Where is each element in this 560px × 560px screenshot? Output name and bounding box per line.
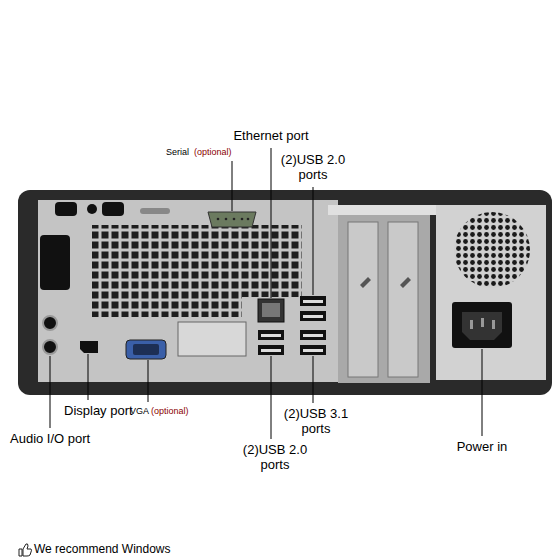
chassis — [18, 190, 552, 395]
expansion-slots — [338, 205, 430, 383]
callout-label: (2)USB 2.0 ports — [272, 153, 354, 183]
audio-jack — [43, 316, 57, 330]
callout-note: (optional) — [151, 406, 189, 416]
callout-label: Ethernet port — [233, 129, 308, 144]
ethernet-port — [258, 299, 284, 322]
serial-port — [208, 212, 256, 227]
power-inlet — [452, 302, 512, 348]
callout-label: Display port — [64, 404, 133, 419]
callout-label: (2)USB 3.1 ports — [275, 407, 357, 437]
fan-grille — [454, 212, 530, 288]
callout-label: Serial — [166, 147, 189, 157]
callout-note: (optional) — [194, 147, 232, 157]
power-supply — [436, 205, 546, 380]
side-latch — [40, 235, 70, 290]
display-port — [80, 341, 98, 353]
callout-label: Power in — [457, 440, 508, 455]
leader-lines — [50, 148, 482, 439]
thumbs-up-icon — [19, 544, 32, 556]
vga-port — [126, 340, 166, 359]
callout-label: Audio I/O port — [10, 432, 90, 447]
callout-label: (2)USB 2.0 ports — [234, 443, 316, 473]
footer-note: We recommend Windows — [34, 543, 171, 557]
io-plate — [38, 200, 338, 382]
callout-label: VGA — [130, 406, 149, 416]
usb-port — [300, 296, 326, 306]
